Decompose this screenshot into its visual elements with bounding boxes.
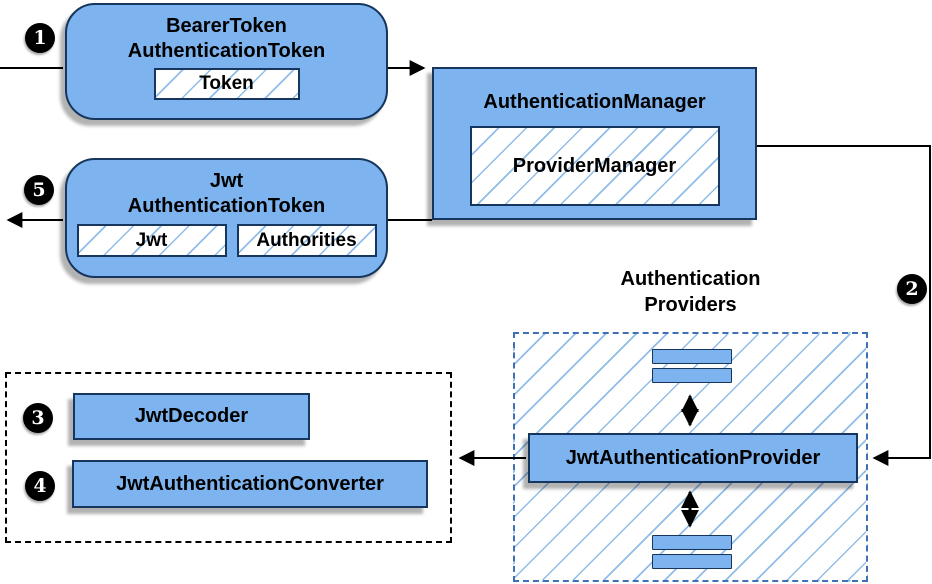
jwt-support-group [5, 372, 452, 543]
provider-placeholder-bar [652, 535, 732, 550]
step-badge-3: 3 [23, 403, 53, 433]
authentication-providers-title: Authentication Providers [513, 266, 868, 318]
step-badge-5: 5 [24, 175, 54, 205]
token-field: Token [153, 68, 300, 100]
provider-placeholder-bar [652, 554, 732, 569]
jwt-decoder-node: JwtDecoder [73, 393, 310, 440]
provider-manager-field: ProviderManager [469, 126, 720, 206]
jwt-token-title-line1: Jwt [209, 170, 244, 192]
provider-placeholder-bar [652, 368, 732, 383]
step-badge-1: 1 [25, 23, 55, 53]
authentication-manager-title: AuthenticationManager [483, 91, 706, 113]
jwt-token-title-line2: AuthenticationToken [127, 195, 326, 217]
jwt-authentication-provider-node: JwtAuthenticationProvider [528, 433, 858, 483]
jwt-authentication-converter-node: JwtAuthenticationConverter [72, 460, 428, 508]
authentication-providers-title-line2: Providers [644, 294, 737, 316]
bearer-token-title-line1: BearerToken [166, 15, 287, 37]
step-badge-2: 2 [897, 274, 927, 304]
bearer-token-authentication-token-node: BearerToken AuthenticationToken Token [65, 3, 388, 120]
jwt-field: Jwt [76, 224, 227, 257]
bearer-token-title-line2: AuthenticationToken [127, 40, 326, 62]
step-badge-4: 4 [25, 471, 55, 501]
authentication-manager-node: AuthenticationManager ProviderManager [432, 67, 757, 220]
provider-placeholder-bar [652, 349, 732, 364]
jwt-authentication-token-node: Jwt AuthenticationToken Jwt Authorities [65, 158, 388, 278]
authentication-providers-title-line1: Authentication [620, 268, 761, 290]
authorities-field: Authorities [236, 224, 377, 257]
